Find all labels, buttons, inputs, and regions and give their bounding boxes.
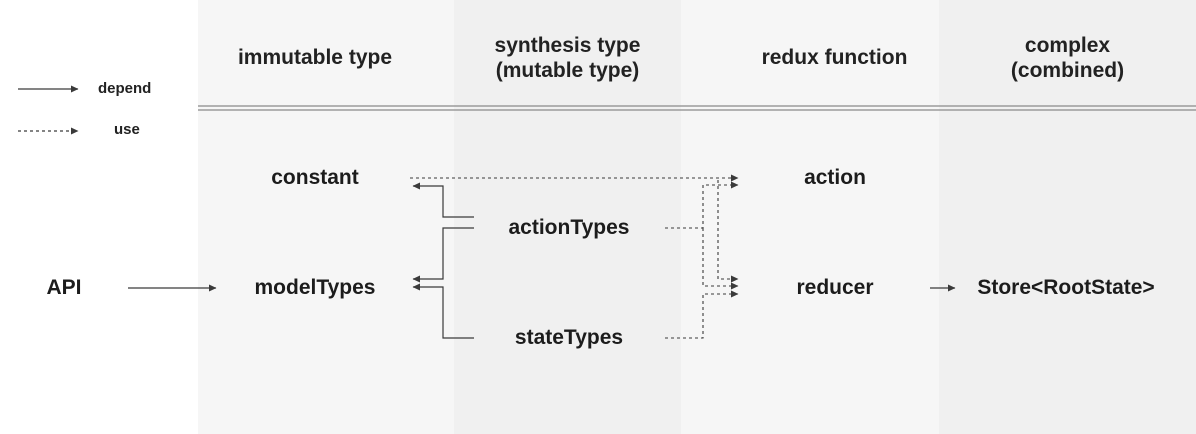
edge-statetypes-modeltypes	[412, 283, 474, 339]
edge-action-reducer	[717, 180, 739, 283]
node-api: API	[46, 276, 82, 299]
column-complex	[939, 0, 1196, 434]
column-header-line1: complex	[1024, 34, 1111, 57]
column-header-redux-function: redux function	[681, 45, 988, 70]
edge-actiontypes-action	[665, 181, 739, 229]
column-header-immutable-type: immutable type	[198, 45, 432, 70]
edge-actiontypes-constant	[412, 182, 474, 218]
node-reducer: reducer	[796, 276, 874, 299]
column-synthesis-type	[454, 0, 681, 434]
column-header-synthesis-type: synthesis type (mutable type)	[454, 33, 681, 83]
column-immutable-type	[198, 0, 454, 434]
node-modeltypes: modelTypes	[254, 276, 376, 299]
column-header-line1: redux function	[761, 46, 908, 69]
edge-actiontypes-reducer	[702, 228, 739, 290]
legend-depend-label: depend	[98, 80, 152, 97]
node-constant: constant	[271, 166, 359, 189]
column-header-line2: (mutable type)	[495, 59, 640, 82]
column-header-line1: immutable type	[237, 46, 393, 69]
node-statetypes: stateTypes	[514, 326, 624, 349]
node-store: Store<RootState>	[977, 276, 1155, 299]
node-actiontypes: actionTypes	[508, 216, 630, 239]
column-header-line1: synthesis type	[494, 34, 641, 57]
legend-use-label: use	[114, 121, 140, 138]
node-action: action	[804, 166, 866, 189]
edge-statetypes-reducer	[665, 290, 739, 339]
edge-actiontypes-modeltypes	[412, 227, 474, 283]
column-header-complex: complex (combined)	[939, 33, 1196, 83]
column-header-line2: (combined)	[1010, 59, 1125, 82]
column-redux-function	[681, 0, 939, 434]
